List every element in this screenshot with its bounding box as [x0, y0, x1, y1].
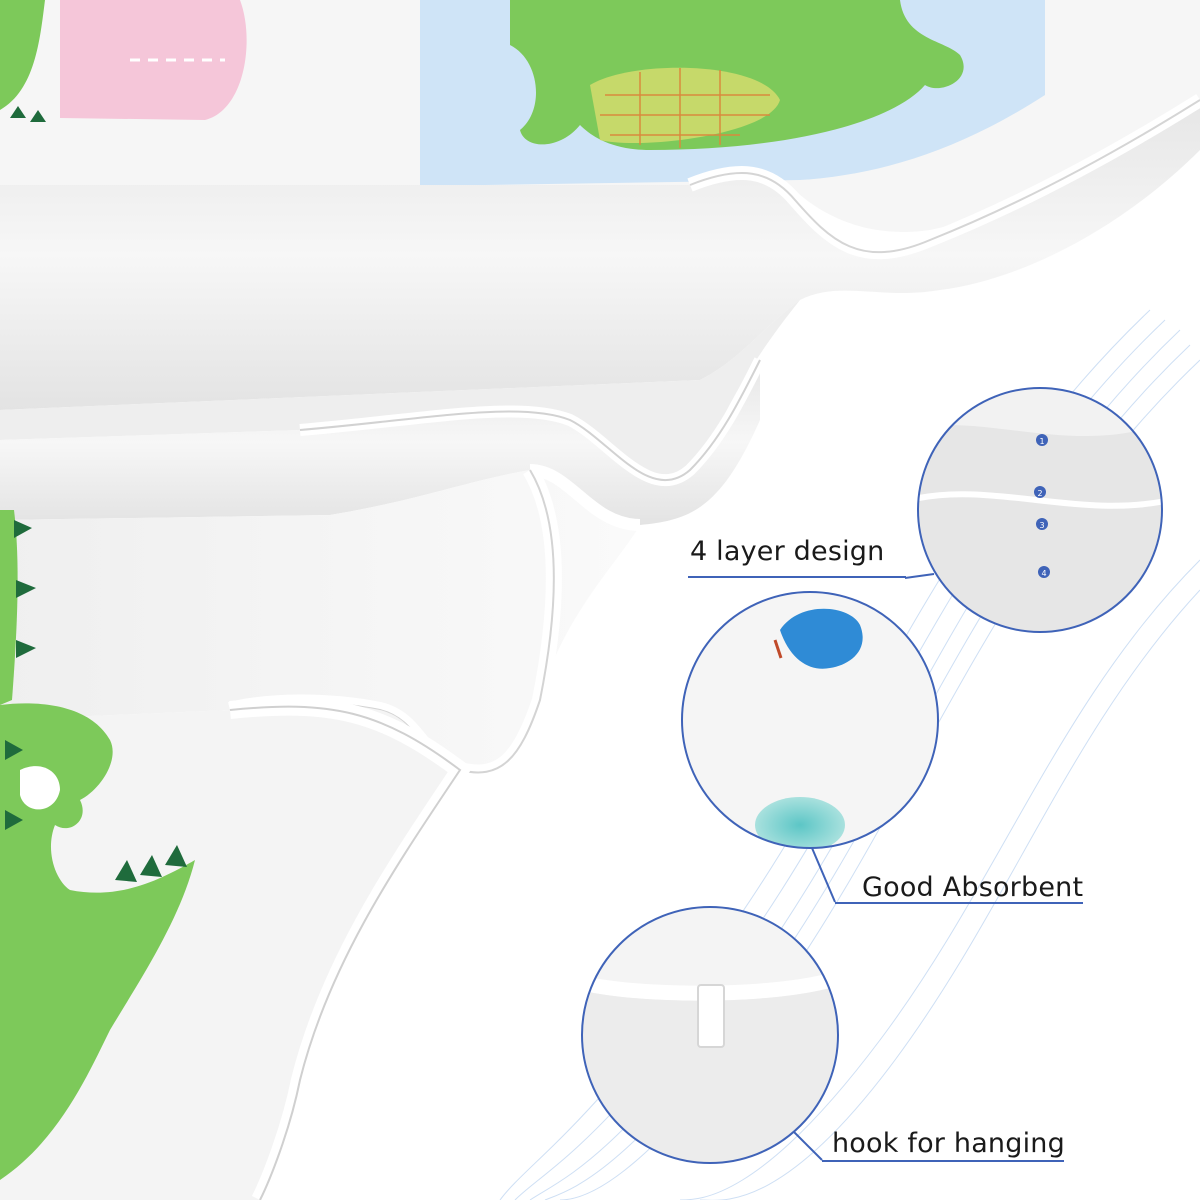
- callout-layers: 1 2 3 4: [904, 387, 1163, 633]
- layer-marker-1: 1: [1039, 437, 1044, 446]
- feature-underline-absorbent: [835, 902, 1083, 904]
- feature-label-layers: 4 layer design: [690, 536, 885, 567]
- crocodile-print-bottom: [0, 703, 195, 1180]
- callout-absorbent: [681, 591, 939, 903]
- blanket-top-print: [0, 0, 1200, 232]
- absorbed-spot: [755, 797, 845, 848]
- feature-underline-layers: [688, 576, 906, 578]
- layer-marker-4: 4: [1041, 569, 1046, 578]
- layer-marker-3: 3: [1039, 521, 1044, 530]
- callout-line-absorbent: [811, 847, 836, 903]
- water-drop: [780, 608, 863, 669]
- feature-label-absorbent: Good Absorbent: [862, 872, 1084, 903]
- blanket-fold-4: [0, 697, 473, 1200]
- layer-markers: 1 2 3 4: [1034, 434, 1050, 578]
- feature-underline-hook: [822, 1160, 1064, 1162]
- callout-line-layers: [904, 573, 935, 579]
- hanging-loop: [697, 984, 725, 1048]
- layer-marker-2: 2: [1037, 489, 1042, 498]
- callout-line-hook: [793, 1131, 823, 1161]
- blanket-fold-1: [0, 94, 1200, 410]
- callout-hook: [581, 906, 839, 1164]
- feature-label-hook: hook for hanging: [832, 1128, 1065, 1159]
